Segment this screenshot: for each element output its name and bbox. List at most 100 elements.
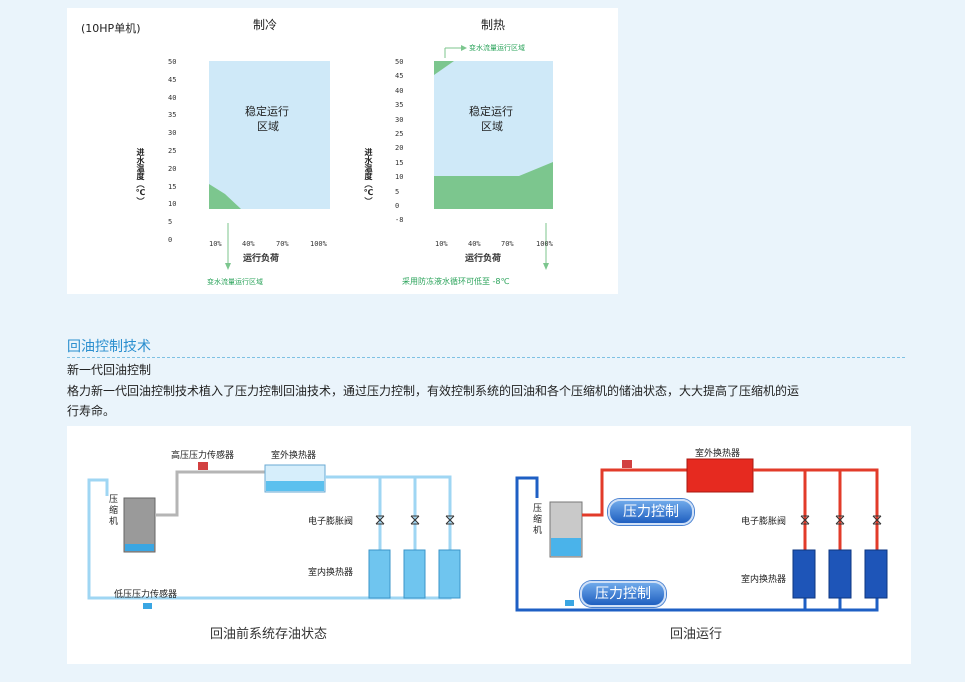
before-expansion-valves xyxy=(375,515,455,525)
cooling-ytick: 10 xyxy=(168,200,177,209)
cooling-y-axis-label: 进水温度（℃） xyxy=(136,148,145,205)
oil-return-diagrams xyxy=(87,458,888,612)
heating-xtick-70: 70% xyxy=(501,240,514,248)
cooling-region-label-2: 区域 xyxy=(257,120,279,133)
heating-region-label-1: 稳定运行 xyxy=(469,105,513,118)
heating-region-label-2: 区域 xyxy=(481,120,503,133)
after-red-pipe xyxy=(753,468,879,586)
after-expansion-valves xyxy=(800,515,882,525)
cooling-annotation: 变水流量运行区域 xyxy=(207,278,263,286)
before-compressor-char-2: 缩 xyxy=(109,506,119,516)
cooling-xtick-100: 100% xyxy=(310,240,327,248)
pressure-control-badge-2: 压力控制 xyxy=(580,581,666,607)
before-high-sensor-label: 高压压力传感器 xyxy=(171,451,235,461)
heating-ytick: 30 xyxy=(395,115,404,124)
before-compressor-char-3: 机 xyxy=(109,517,119,527)
cooling-ytick: 25 xyxy=(168,147,177,155)
heating-bottom-annotation: 采用防冻液水循环可低至 -8℃ xyxy=(402,277,510,286)
cooling-region-label-1: 稳定运行 xyxy=(245,105,289,118)
heating-ytick: 25 xyxy=(395,130,404,138)
before-liquid-loop xyxy=(87,475,452,600)
after-compressor-label: 压 缩 机 xyxy=(533,504,543,537)
heating-ytick: 10 xyxy=(395,173,404,182)
after-caption: 回油运行 xyxy=(670,627,723,642)
before-indoor-hx-label: 室内换热器 xyxy=(308,568,354,578)
after-blue-loop xyxy=(515,476,879,612)
cooling-chart xyxy=(209,61,330,270)
heating-ytick: 20 xyxy=(395,144,404,153)
cooling-ytick: 20 xyxy=(168,164,177,173)
before-outdoor-hx-liquid xyxy=(266,481,324,491)
cooling-xtick-40: 40% xyxy=(242,240,255,248)
heating-ytick: 0 xyxy=(395,202,400,210)
before-compressor xyxy=(123,497,156,553)
cooling-variable-region xyxy=(209,184,241,209)
heating-top-variable-region xyxy=(434,61,454,75)
heating-chart xyxy=(434,45,553,270)
cooling-ytick: 45 xyxy=(168,75,177,84)
before-compressor-label: 压 缩 机 xyxy=(109,495,119,528)
after-indoor-hx-label: 室内换热器 xyxy=(741,575,787,585)
cooling-ytick: 50 xyxy=(168,58,177,66)
before-low-sensor-label: 低压压力传感器 xyxy=(114,590,178,600)
before-expansion-valve-label: 电子膨胀阀 xyxy=(308,517,354,527)
after-low-pressure-sensor xyxy=(565,600,574,606)
cooling-x-axis-label: 运行负荷 xyxy=(243,254,280,264)
heating-x-axis-label: 运行负荷 xyxy=(465,254,502,264)
before-compressor-oil xyxy=(125,544,154,551)
before-outdoor-hx-label: 室外换热器 xyxy=(271,451,317,461)
before-high-pressure-sensor xyxy=(198,462,208,470)
heating-ytick: 15 xyxy=(395,158,404,167)
heating-bottom-arrow-head xyxy=(543,263,549,270)
after-high-pressure-sensor xyxy=(622,460,632,468)
heating-xtick-100: 100% xyxy=(536,240,553,248)
heating-bottom-variable-region xyxy=(434,162,553,209)
after-diagram xyxy=(515,458,888,612)
section-paragraph-line-1: 格力新一代回油控制技术植入了压力控制回油技术，通过压力控制，有效控制系统的回油和… xyxy=(67,384,800,398)
after-compressor-char-1: 压 xyxy=(533,504,543,514)
section-heading: 回油控制技术 xyxy=(67,339,151,355)
heating-ytick: 45 xyxy=(395,72,404,81)
cooling-ytick: 30 xyxy=(168,129,177,138)
after-indoor-unit-1 xyxy=(792,549,816,599)
after-expansion-valve-label: 电子膨胀阀 xyxy=(741,517,787,527)
cooling-ytick: 35 xyxy=(168,111,177,120)
after-outdoor-hx-label: 室外换热器 xyxy=(695,449,741,459)
section-subheading: 新一代回油控制 xyxy=(67,363,152,377)
after-indoor-unit-2 xyxy=(828,549,852,599)
cooling-chart-title: 制冷 xyxy=(253,18,278,32)
heating-y-axis-label: 进水温度（℃） xyxy=(364,148,373,205)
section-divider xyxy=(67,357,905,358)
heating-top-arrow-head xyxy=(461,45,467,51)
cooling-ytick: 5 xyxy=(168,218,173,227)
cooling-stable-region xyxy=(209,61,330,209)
before-diagram xyxy=(87,462,461,609)
before-caption: 回油前系统存油状态 xyxy=(210,627,328,642)
heating-ytick: 40 xyxy=(395,86,404,95)
cooling-ytick: 0 xyxy=(168,236,173,244)
heating-ytick: 5 xyxy=(395,187,400,196)
before-indoor-unit-1 xyxy=(368,549,391,599)
heating-ytick: -8 xyxy=(395,216,404,225)
after-compressor-oil xyxy=(551,538,581,556)
section-paragraph-line-2: 行寿命。 xyxy=(67,404,116,418)
cooling-arrow-head xyxy=(225,263,231,270)
before-compressor-char-1: 压 xyxy=(109,495,119,505)
pressure-control-badge-1: 压力控制 xyxy=(608,499,694,525)
unit-note: (10HP单机) xyxy=(81,22,141,35)
heating-chart-title: 制热 xyxy=(481,18,506,32)
before-indoor-unit-3 xyxy=(438,549,461,599)
after-indoor-unit-3 xyxy=(864,549,888,599)
after-outdoor-hx xyxy=(686,458,754,493)
cooling-xtick-10: 10% xyxy=(209,240,222,248)
after-compressor-char-2: 缩 xyxy=(533,515,543,525)
before-discharge-pipe xyxy=(162,470,265,517)
heating-xtick-10: 10% xyxy=(435,240,448,248)
before-low-pressure-sensor xyxy=(143,603,152,609)
cooling-ytick: 40 xyxy=(168,93,177,102)
cooling-xtick-70: 70% xyxy=(276,240,289,248)
cooling-ytick: 15 xyxy=(168,182,177,191)
heating-top-annotation: 变水流量运行区域 xyxy=(469,44,525,52)
heating-ytick: 50 xyxy=(395,58,404,66)
